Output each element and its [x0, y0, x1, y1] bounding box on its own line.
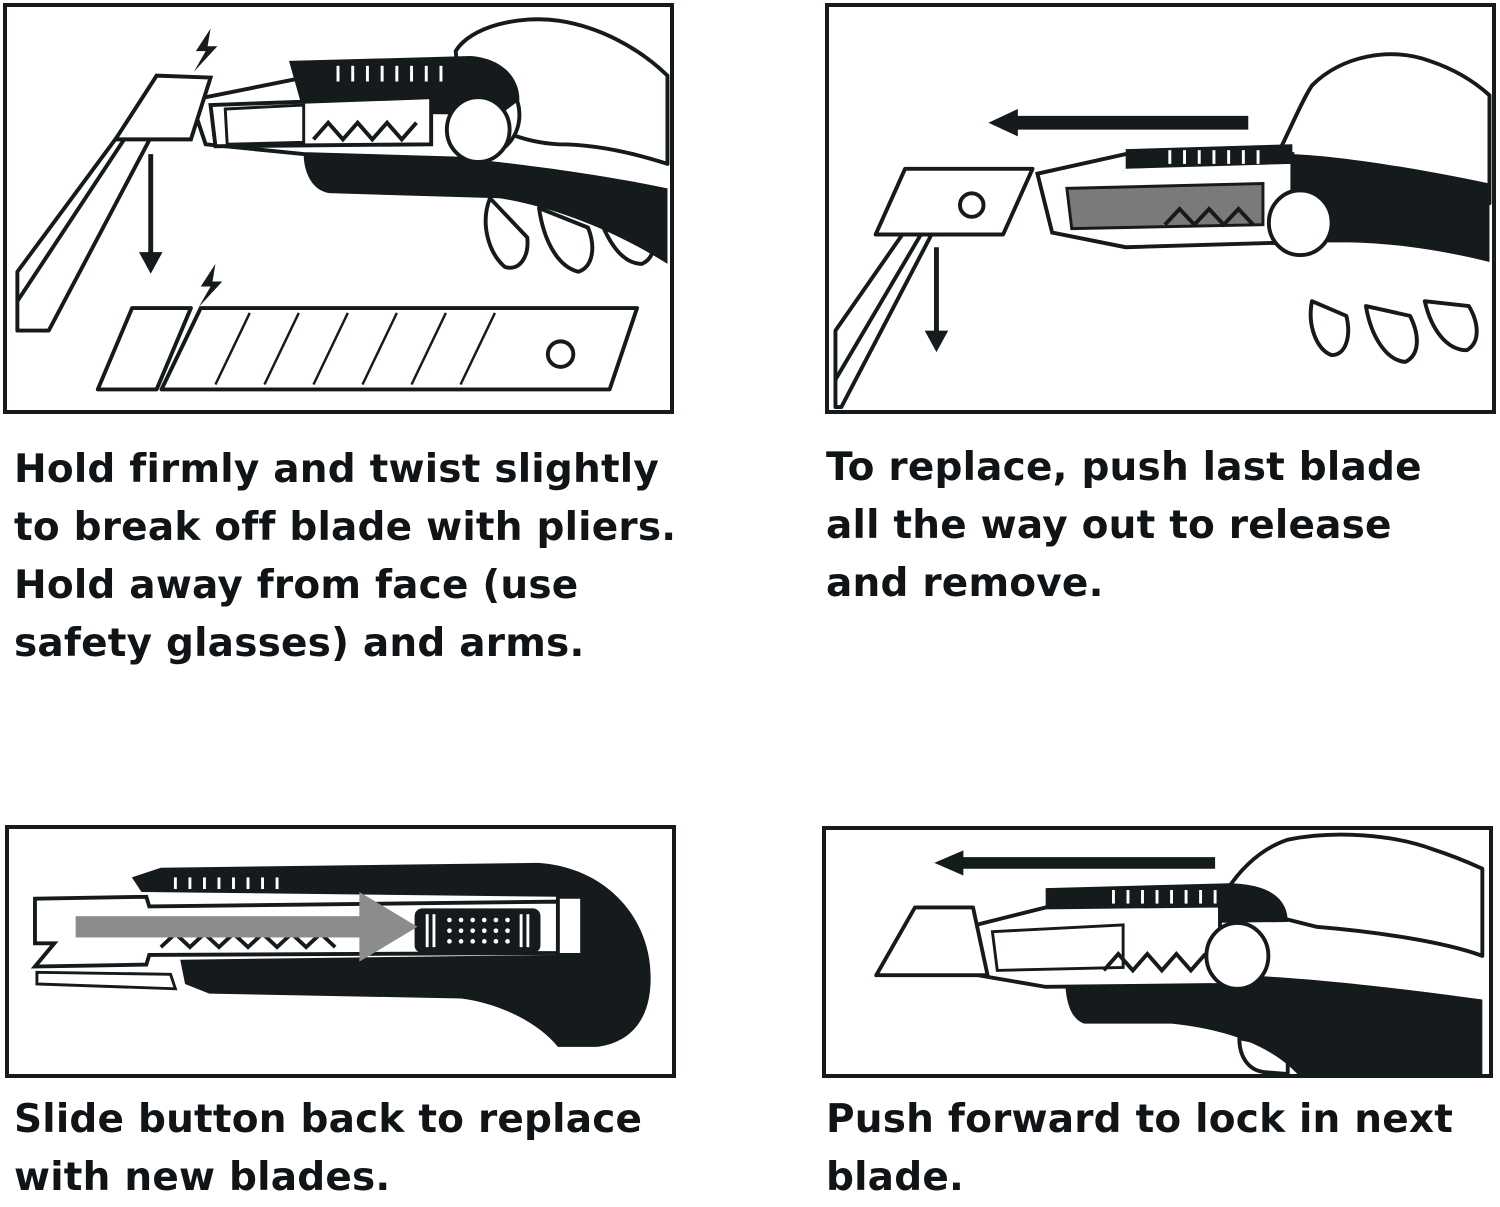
step-1-caption: Hold firmly and twist slightly to break …	[14, 441, 676, 673]
step-3-illustration	[5, 825, 676, 1078]
remove-last-blade-illustration	[833, 52, 1492, 410]
left-arrow-icon	[988, 108, 1249, 137]
blade-strip-icon	[95, 306, 640, 392]
caption-line: safety glasses) and arms.	[14, 621, 585, 666]
down-arrow-icon	[924, 247, 949, 353]
caption-line: with new blades.	[14, 1155, 391, 1200]
caption-line: Hold firmly and twist slightly	[14, 447, 659, 492]
slide-button-back-illustration	[30, 862, 651, 1047]
caption-line: Hold away from face (use	[14, 563, 579, 608]
utility-knife-icon	[188, 56, 668, 264]
step-2-caption: To replace, push last blade all the way …	[826, 439, 1422, 613]
slide-button-icon	[414, 908, 541, 953]
break-off-blade-illustration	[15, 17, 670, 392]
caption-line: all the way out to release	[826, 503, 1392, 548]
hand-icon	[1218, 832, 1485, 1074]
push-forward-illustration	[874, 832, 1485, 1074]
caption-line: and remove.	[826, 561, 1104, 606]
step-4-caption: Push forward to lock in next blade.	[826, 1091, 1453, 1207]
snapped-blade-segment-icon	[111, 73, 214, 142]
spark-icon	[193, 28, 218, 72]
blade-icon	[874, 905, 990, 978]
caption-line: Slide button back to replace	[14, 1097, 643, 1142]
utility-knife-icon	[1035, 144, 1490, 262]
spark-icon	[198, 263, 223, 308]
left-arrow-icon	[934, 850, 1216, 876]
step-1-illustration	[3, 3, 674, 414]
utility-knife-icon	[965, 883, 1483, 1074]
step-4-illustration	[822, 826, 1493, 1078]
caption-line: blade.	[826, 1155, 964, 1200]
down-arrow-icon	[138, 154, 163, 274]
caption-line: To replace, push last blade	[826, 445, 1422, 490]
last-blade-icon	[873, 166, 1035, 237]
utility-knife-open-icon	[30, 862, 651, 1047]
caption-line: to break off blade with pliers.	[14, 505, 677, 550]
step-3-caption: Slide button back to replace with new bl…	[14, 1091, 642, 1207]
caption-line: Push forward to lock in next	[826, 1097, 1454, 1142]
step-2-illustration	[825, 3, 1496, 414]
right-arrow-icon	[75, 891, 418, 962]
